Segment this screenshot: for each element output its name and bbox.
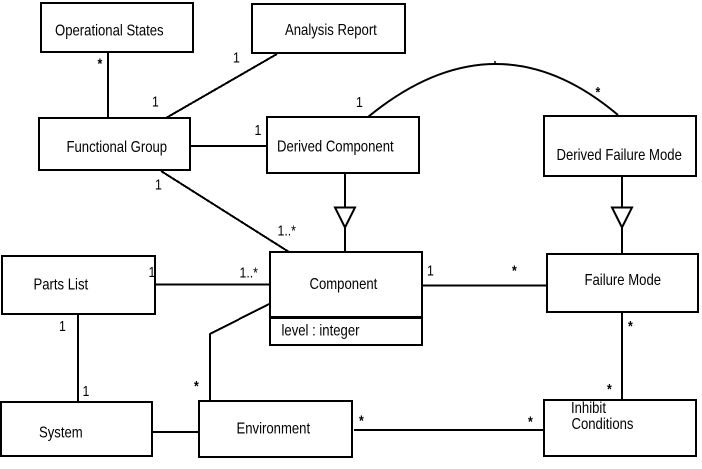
- svg-text:Inhibit: Inhibit: [571, 400, 606, 417]
- svg-text:Derived Failure Mode: Derived Failure Mode: [557, 147, 682, 164]
- svg-text:*: *: [194, 378, 199, 394]
- svg-text:1..*: 1..*: [277, 222, 296, 238]
- svg-text:*: *: [528, 413, 533, 429]
- svg-text:Environment: Environment: [236, 420, 310, 437]
- svg-text:1: 1: [155, 176, 162, 192]
- svg-text:Parts List: Parts List: [33, 276, 88, 293]
- svg-text:Conditions: Conditions: [571, 416, 633, 433]
- svg-text:1: 1: [233, 49, 240, 65]
- svg-text:1: 1: [149, 264, 156, 280]
- svg-text:*: *: [596, 84, 601, 100]
- svg-text:1: 1: [152, 93, 159, 109]
- svg-text:Component: Component: [310, 276, 378, 293]
- svg-text:*: *: [628, 318, 633, 334]
- svg-text:1..*: 1..*: [239, 264, 258, 280]
- svg-text:1: 1: [83, 383, 90, 399]
- svg-text:1: 1: [59, 318, 66, 334]
- svg-text:*: *: [359, 412, 364, 428]
- svg-text:Failure Mode: Failure Mode: [584, 272, 661, 289]
- svg-text:*: *: [97, 55, 102, 71]
- svg-text:1: 1: [255, 122, 262, 138]
- svg-text:System: System: [39, 424, 83, 441]
- svg-text:*: *: [512, 262, 517, 278]
- svg-text:1: 1: [356, 94, 363, 110]
- svg-text:Functional Group: Functional Group: [67, 139, 168, 156]
- svg-text:Analysis Report: Analysis Report: [285, 22, 377, 39]
- svg-text:Derived Component: Derived Component: [277, 138, 394, 155]
- svg-text:level : integer: level : integer: [281, 322, 359, 339]
- svg-text:Operational States: Operational States: [55, 22, 164, 39]
- svg-text:1: 1: [427, 262, 434, 278]
- svg-text:*: *: [607, 381, 612, 397]
